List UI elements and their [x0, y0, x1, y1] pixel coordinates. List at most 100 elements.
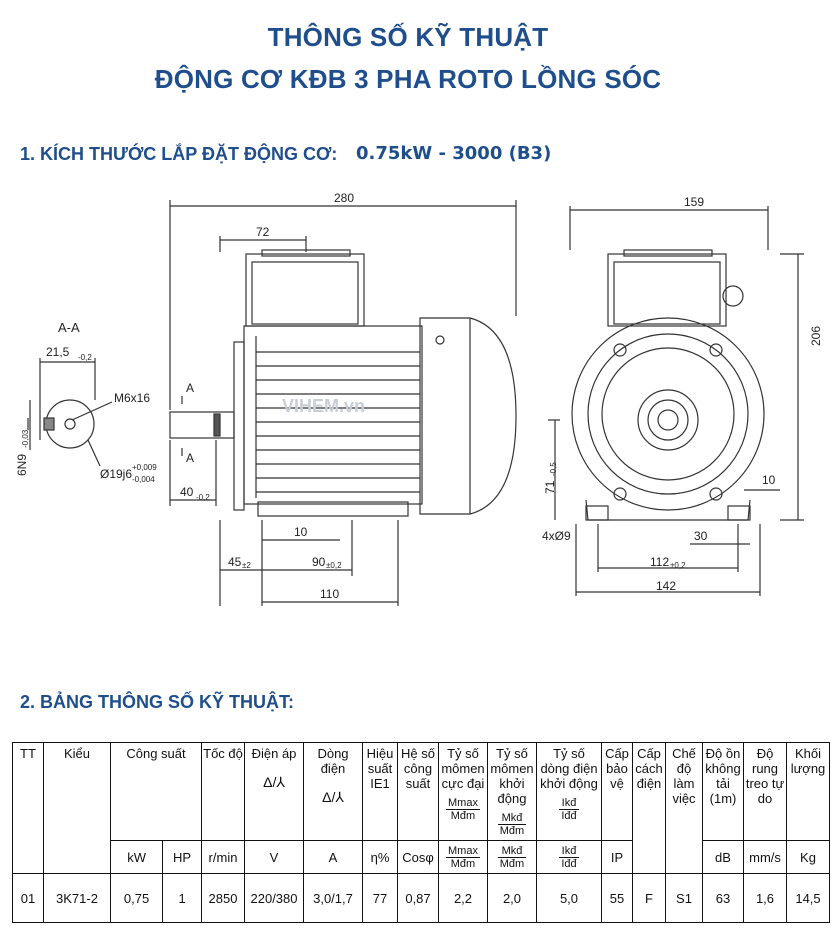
dim-45: 45 [228, 555, 242, 569]
unit-vib: mm/s [743, 840, 787, 874]
mmax-den: Mđm [450, 810, 476, 822]
mmax-unit-num: Mmax [446, 844, 480, 858]
cell-rpm: 2850 [201, 873, 245, 923]
cell-mmax: 2,2 [438, 873, 488, 923]
unit-eff: η% [362, 840, 398, 874]
shaft-tol-upper: +0,009 [132, 463, 157, 472]
watermark: VIHEM.vn [282, 396, 365, 416]
ikd-unit-den: Iđđ [561, 857, 577, 870]
col-dien-ap: Điện áp Δ/⅄ [244, 742, 304, 841]
dim-10-front: 10 [762, 473, 776, 487]
shaft-diameter: Ø19j6 [100, 467, 132, 481]
title-line-2: ĐỘNG CƠ KĐB 3 PHA ROTO LỒNG SÓC [154, 64, 662, 94]
dim-21-5: 21,5 [46, 345, 70, 359]
section-1-heading: 1. KÍCH THƯỚC LẮP ĐẶT ĐỘNG CƠ: [20, 144, 338, 164]
cell-duty: S1 [665, 873, 703, 923]
shaft-tol-lower: -0,004 [132, 475, 155, 484]
dim-110: 110 [320, 587, 339, 601]
cell-insulation: F [632, 873, 666, 923]
cell-pf: 0,87 [397, 873, 439, 923]
cell-vibration: 1,6 [743, 873, 787, 923]
col-toc-do: Tốc độ [201, 742, 245, 841]
ikd-den: Iđđ [561, 810, 577, 822]
unit-kg: Kg [786, 840, 830, 874]
dim-71-5-tol: -0,5 [549, 462, 558, 476]
col-hieu-suat: Hiệu suất IE1 [362, 742, 398, 841]
col-che-do: Chế độ làm việc [665, 742, 703, 874]
ikd-unit-num: Ikđ [559, 845, 579, 858]
mkd-unit-num: Mkđ [497, 845, 527, 858]
cell-kw: 0,75 [109, 873, 164, 923]
unit-a: A [303, 840, 363, 874]
ikd-label: Tỷ số dòng điện khởi động [540, 746, 598, 791]
dim-142: 142 [656, 579, 676, 593]
cell-kieu: 3K71-2 [43, 873, 111, 923]
mkd-unit-den: Mđm [499, 857, 525, 870]
col-khoi-luong: Khối lượng [786, 742, 830, 841]
col-do-on: Độ ồn không tải (1m) [702, 742, 744, 841]
title-line-1: THÔNG SỐ KỸ THUẬT [267, 22, 549, 52]
dim-30: 30 [694, 529, 708, 543]
motor-drawing: A-A 21,5 -0,2 M6x16 Ø19j6 +0,009 -0,004 … [15, 191, 823, 606]
mmax-unit-den: Mđm [450, 857, 476, 870]
col-do-rung: Độ rung treo tự do [743, 742, 787, 841]
dim-206: 206 [809, 326, 823, 346]
cell-ikd: 5,0 [536, 873, 602, 923]
col-cap-cach-dien: Cấp cách điện [632, 742, 666, 874]
arrow-a-top: A [186, 381, 194, 395]
dim-159: 159 [684, 195, 704, 209]
mmax-num: Mmax [446, 797, 480, 810]
unit-rpm: r/min [201, 840, 245, 874]
unit-ip: IP [601, 840, 633, 874]
dim-45-tol: ±2 [242, 561, 251, 570]
ikd-num: Ikđ [559, 797, 579, 810]
dim-112-tol: ±0,2 [670, 561, 686, 570]
cell-a: 3,0/1,7 [303, 873, 363, 923]
key-width: 6N9 [15, 454, 29, 476]
dim-40-tol: -0,2 [196, 493, 210, 502]
unit-kw: kW [109, 840, 164, 874]
dong-dien-symbol: Δ/⅄ [322, 789, 344, 805]
table-row: 01 3K71-2 0,75 1 2850 220/380 3,0/1,7 77… [12, 873, 830, 923]
dim-71-5: 71 [543, 480, 557, 494]
dim-10-side: 10 [294, 525, 308, 539]
col-cong-suat: Công suất [110, 742, 202, 841]
dim-40: 40 [180, 485, 194, 499]
motor-model: 0.75kW - 3000 (B3) [356, 143, 552, 164]
unit-hp: HP [162, 840, 202, 874]
dim-72: 72 [256, 225, 270, 239]
unit-pf: Cosφ [397, 840, 439, 874]
dim-90: 90 [312, 555, 326, 569]
cell-ip: 55 [601, 873, 633, 923]
dim-280: 280 [334, 191, 354, 205]
mkd-label: Tỷ số mômen khởi động [490, 746, 534, 806]
thread-label: M6x16 [114, 391, 150, 405]
col-cap-bao-ve: Cấp bảo vệ [601, 742, 633, 841]
unit-db: dB [702, 840, 744, 874]
dien-ap-label: Điện áp [251, 746, 297, 761]
dim-90-tol: ±0,2 [326, 561, 342, 570]
dien-ap-symbol: Δ/⅄ [263, 774, 285, 790]
col-he-so: Hệ số công suất [397, 742, 439, 841]
mounting-holes: 4xØ9 [542, 529, 571, 543]
col-kieu: Kiểu [43, 742, 111, 874]
section-2-heading: 2. BẢNG THÔNG SỐ KỸ THUẬT: [20, 692, 295, 712]
mmax-label: Tỷ số mômen cực đại [441, 746, 485, 791]
dong-dien-label: Dòng điện [317, 746, 349, 776]
section-label: A-A [58, 320, 80, 335]
cell-tt: 01 [12, 873, 44, 923]
